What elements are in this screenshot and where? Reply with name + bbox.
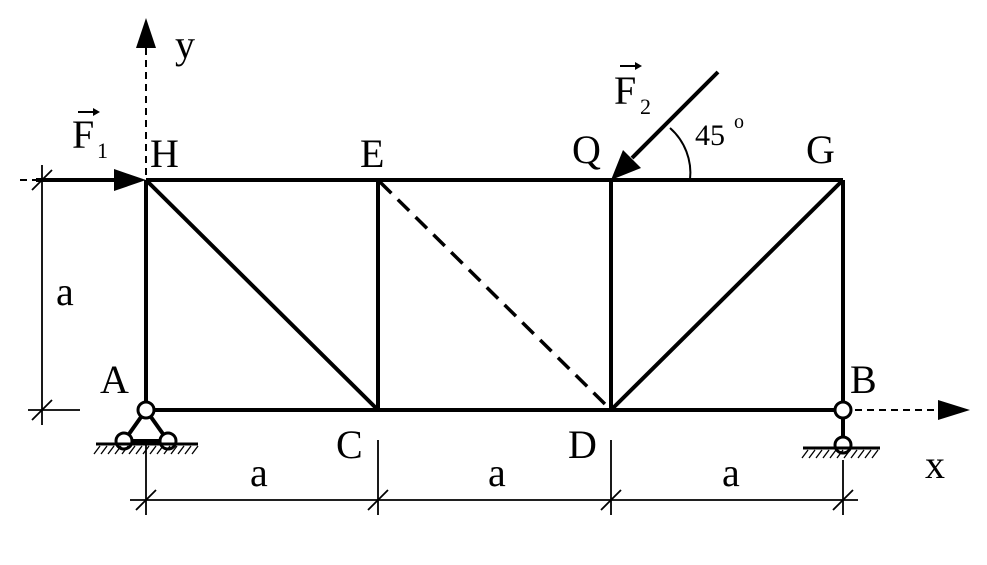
support-a — [93, 400, 199, 455]
f1-symbol: F — [72, 112, 94, 157]
x-axis-arrowhead — [938, 400, 970, 420]
pin-b — [833, 400, 853, 420]
node-label-a: A — [100, 357, 129, 402]
member-dg — [609, 178, 845, 412]
node-label-d: D — [568, 422, 597, 467]
node-label-h: H — [150, 131, 179, 176]
f2-symbol: F — [614, 68, 636, 113]
force-f2: F 2 45 o — [611, 62, 744, 181]
x-axis-label: x — [925, 442, 945, 487]
node-label-b: B — [850, 357, 877, 402]
node-label-q: Q — [572, 127, 601, 172]
node-label-c: C — [336, 422, 363, 467]
angle-unit: o — [734, 111, 744, 133]
force-f1-arrowhead — [114, 169, 146, 191]
vertical-dimension: a — [28, 165, 80, 425]
node-label-e: E — [360, 131, 384, 176]
f1-subscript: 1 — [97, 138, 108, 163]
y-axis-arrowhead — [136, 18, 156, 48]
force-f1: F 1 — [20, 108, 146, 191]
node-label-g: G — [806, 127, 835, 172]
member-ed-dashed — [378, 180, 611, 410]
horizontal-dimensions: a a a — [130, 440, 858, 515]
member-hc — [144, 178, 380, 412]
angle-value: 45 — [695, 119, 725, 152]
dimension-height: a — [56, 269, 74, 314]
pin-a — [136, 400, 156, 420]
y-axis-label: y — [175, 22, 195, 67]
dimension-span-1: a — [250, 450, 268, 495]
support-b — [801, 400, 880, 459]
dimension-span-2: a — [488, 450, 506, 495]
force-f2-arrowhead — [611, 150, 641, 180]
f2-subscript: 2 — [640, 94, 651, 119]
dimension-span-3: a — [722, 450, 740, 495]
angle-arc — [669, 127, 692, 181]
truss-members — [144, 178, 845, 412]
